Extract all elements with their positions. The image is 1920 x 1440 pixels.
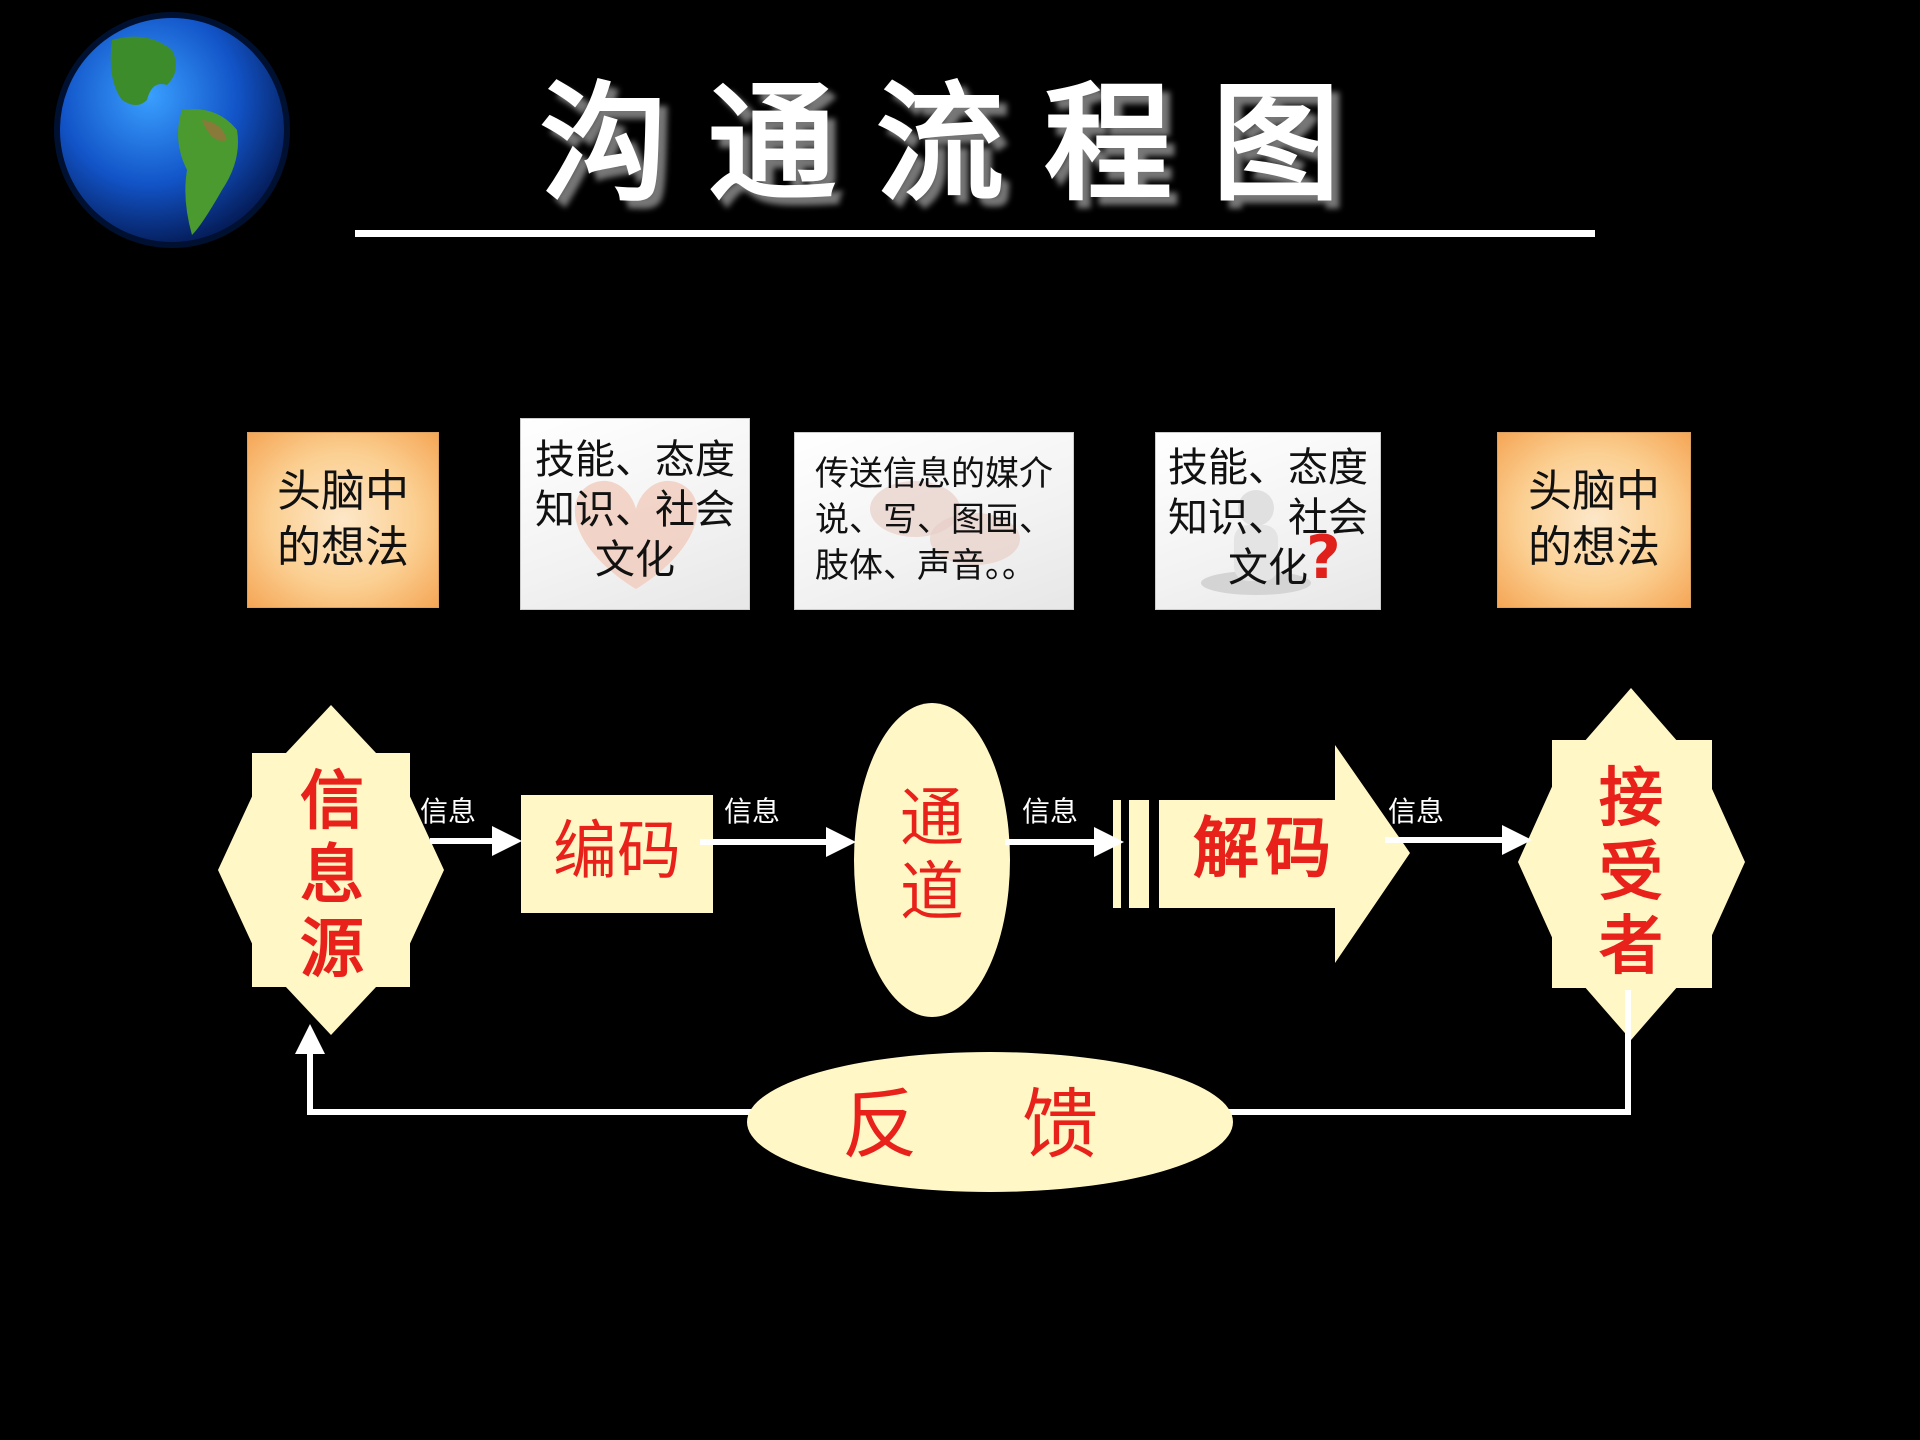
heart-hands-image [574,480,698,589]
info-label-1: 信息 [420,795,477,828]
source-node-label: 信息源 [300,764,364,987]
source-thought-text: 头脑中的想法 [277,466,409,573]
receiver-node-shape [1518,688,1745,1040]
hands-image [870,481,1020,565]
feedback-line-right [1190,990,1631,1115]
decode-factors-box: ? 技能、态度知识、社会文化 [1155,432,1381,610]
svg-text:?: ? [1306,523,1341,593]
info-label-3: 信息 [1022,795,1079,828]
page-title: 沟通流程图 [539,70,1380,219]
receiver-thought-text: 头脑中的想法 [1528,466,1660,573]
question-figure-image: ? [1201,490,1341,595]
decode-node-label: 解码 [1193,809,1337,887]
decode-factors-text: 技能、态度知识、社会文化 [1168,445,1368,591]
source-thought-box: 头脑中的想法 [247,432,439,608]
receiver-thought-box: 头脑中的想法 [1497,432,1691,608]
feedback-line-left [295,1024,780,1115]
channel-node-shape [854,703,1010,1017]
encode-node-label: 编码 [553,815,681,889]
encode-factors-box: 技能、态度知识、社会文化 [520,418,750,610]
globe-icon [54,12,290,248]
channel-media-box: 传送信息的媒介说、写、图画、肢体、声音。。 [794,432,1074,610]
feedback-node-label: 反 馈 [841,1080,1139,1169]
receiver-node-label: 接受者 [1599,761,1663,984]
title-divider [355,230,1595,237]
channel-node-label: 通道 [900,782,964,930]
encode-node-shape [521,795,713,913]
info-label-2: 信息 [724,795,781,828]
feedback-node-shape [747,1052,1233,1192]
source-node-shape [218,705,444,1035]
encode-factors-text: 技能、态度知识、社会文化 [535,437,735,583]
info-label-4: 信息 [1388,795,1445,828]
channel-media-text: 传送信息的媒介说、写、图画、肢体、声音。。 [815,454,1053,586]
